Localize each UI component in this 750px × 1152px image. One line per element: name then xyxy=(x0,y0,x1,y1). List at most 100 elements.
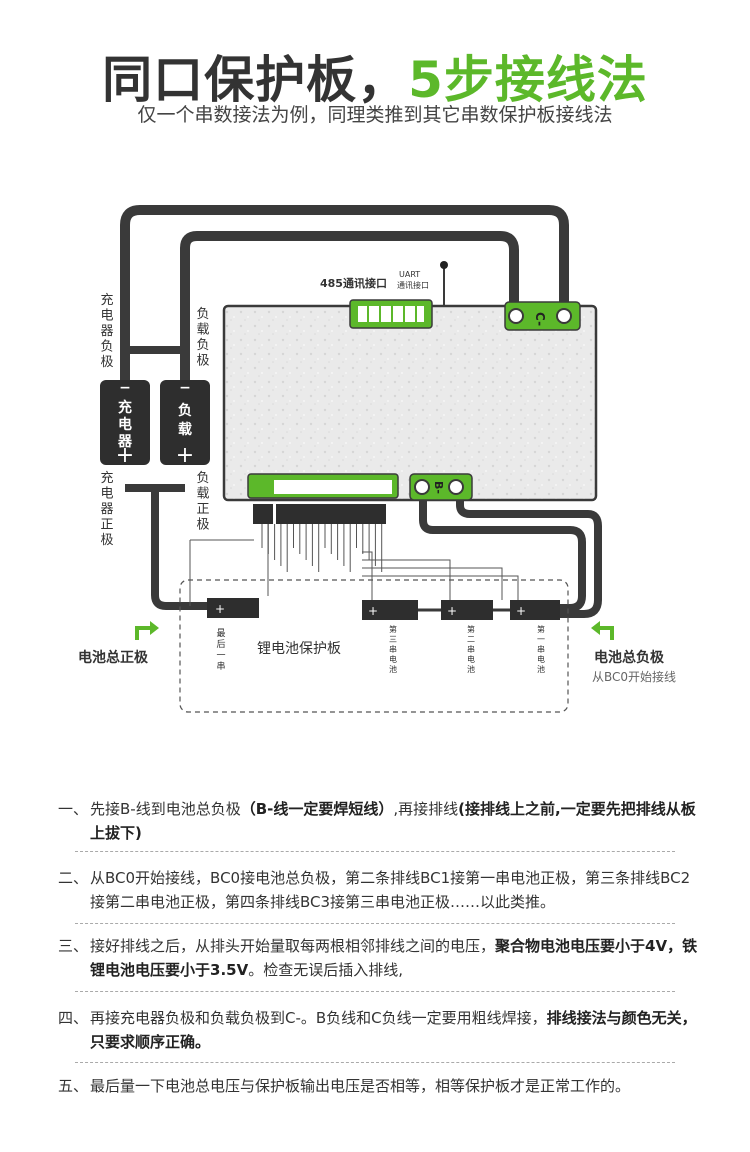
cell-3-body xyxy=(362,600,418,620)
cell-3-label-char: 池 xyxy=(389,664,397,674)
step-4: 四、 再接充电器负极和负载负极到C-。B负线和C负线一定要用粗线焊接，排线接法与… xyxy=(58,1006,698,1054)
cell-1-label: 第一串电池 xyxy=(537,624,545,674)
charger-positive-label-char: 极 xyxy=(100,533,113,548)
step-3-text: 接好排线之后，从排头开始量取每两根相邻排线之间的电压， xyxy=(90,937,496,955)
load-box-label-char: 载 xyxy=(178,421,192,438)
charger-negative-wire xyxy=(120,205,569,390)
charger-positive-label-char: 正 xyxy=(100,518,113,533)
cell-2-label: 第二串电池 xyxy=(467,624,475,674)
cell-1-label-char: 串 xyxy=(537,645,545,654)
ribbon-plug-small xyxy=(253,504,273,524)
positive-arrow-icon xyxy=(135,626,150,640)
balance-connector-pins xyxy=(255,480,265,494)
step-2-text: 从BC0开始接线，BC0接电池总负极，第二条排线BC1接第一串电池正极，第三条排… xyxy=(90,869,691,911)
cell-1-label-char: 第 xyxy=(537,624,545,634)
cell-3-label-char: 第 xyxy=(389,624,397,634)
cell-last-label-char: 后 xyxy=(216,639,225,650)
title-highlight: 5步接线法 xyxy=(408,51,648,109)
cell-last-label-char: 一 xyxy=(216,651,225,661)
cell-last: + xyxy=(207,598,259,618)
charger-minus-sign: − xyxy=(119,380,131,396)
port-485-label: 485通讯接口 xyxy=(320,276,387,290)
charger-box-label: 充电器 xyxy=(117,399,133,450)
cell-1: + xyxy=(510,600,560,620)
step-1-number: 一、 xyxy=(58,800,89,818)
step-3: 三、 接好排线之后，从排头开始量取每两根相邻排线之间的电压，聚合物电池电压要小于… xyxy=(58,934,698,982)
load-box-label-char: 负 xyxy=(178,402,192,419)
positive-arrow-head-icon xyxy=(150,621,159,635)
cell-2-label-char: 池 xyxy=(467,664,475,674)
step-separator xyxy=(75,851,675,852)
cell-2-label-char: 二 xyxy=(467,635,475,644)
step-4-emphasis: 排线接法与颜色无关，只要求顺序正确。 xyxy=(90,1009,697,1051)
cell-3-label-char: 电 xyxy=(389,654,397,664)
b-minus-wire-2 xyxy=(456,488,602,618)
charger-positive-label-char: 电 xyxy=(100,487,113,502)
cell-3-label: 第三串电池 xyxy=(389,624,397,674)
uart-antenna-tip xyxy=(440,261,448,269)
ribbon-wires xyxy=(189,524,519,606)
cell-1-label-char: 池 xyxy=(537,664,545,674)
b-minus-hole-1 xyxy=(414,479,430,495)
step-separator xyxy=(75,991,675,992)
ribbon-wire xyxy=(362,575,519,600)
cell-3-plus: + xyxy=(368,604,378,618)
c-minus-hole-1 xyxy=(508,308,524,324)
cell-2-label-char: 串 xyxy=(467,645,475,654)
ribbon-wire xyxy=(362,551,373,600)
charger-box-label-char: 充 xyxy=(118,399,132,416)
negative-arrow-icon xyxy=(600,626,614,640)
load-negative-wire xyxy=(180,231,519,390)
charger-negative-label-char: 电 xyxy=(100,309,113,324)
battery-area-outline xyxy=(179,579,569,713)
page-subtitle: 仅一个串数接法为例，同理类推到其它串数保护板接线法 xyxy=(137,104,613,126)
load-positive-label-char: 载 xyxy=(196,487,209,502)
balance-connector-slot xyxy=(274,480,392,494)
step-1-emphasis-2: (接排线上之前,一定要先把排线从板上拔下) xyxy=(90,800,696,842)
step-2-number: 二、 xyxy=(58,869,89,887)
battery-positive-total-label: 电池总正极 xyxy=(78,649,149,666)
port-uart-label-line2: 通讯接口 xyxy=(397,280,429,290)
cell-last-plus: + xyxy=(215,602,225,616)
step-2: 二、 从BC0开始接线，BC0接电池总负极，第二条排线BC1接第一串电池正极，第… xyxy=(58,866,698,914)
charger-negative-label: 充电器负极 xyxy=(100,292,113,370)
b-minus-wire-1 xyxy=(419,488,586,612)
c-minus-label: C- xyxy=(533,312,547,326)
page-title: 同口保护板，5步接线法 xyxy=(0,40,750,112)
load-negative-label-char: 极 xyxy=(196,354,209,369)
battery-negative-total-label: 电池总负极 xyxy=(594,649,665,666)
charger-positive-label-char: 充 xyxy=(100,470,113,486)
ribbon-wire xyxy=(362,559,451,600)
bc0-note: 从BC0开始接线 xyxy=(592,669,676,684)
battery-positive-wire xyxy=(151,488,210,610)
load-negative-label: 负载负极 xyxy=(196,307,209,369)
load-positive-label-char: 正 xyxy=(196,502,209,517)
cell-1-label-char: 一 xyxy=(537,635,545,644)
board-name: 锂电池保护板 xyxy=(257,641,341,657)
cell-1-body xyxy=(510,600,560,620)
charger-negative-label-char: 充 xyxy=(100,292,113,308)
port-uart-label-line1: UART xyxy=(399,270,420,279)
ribbon-plug-main xyxy=(276,504,386,524)
step-5: 五、 最后量一下电池总电压与保护板输出电压是否相等，相等保护板才是正常工作的。 xyxy=(58,1074,698,1098)
cell-3: + xyxy=(362,600,418,620)
cell-last-label-char: 串 xyxy=(216,661,225,672)
step-3-text-2: 。检查无误后插入排线, xyxy=(248,961,403,979)
charger-box xyxy=(100,380,150,465)
cell-2-label-char: 电 xyxy=(467,654,475,664)
load-negative-label-char: 负 xyxy=(196,307,209,322)
load-negative-label-char: 载 xyxy=(196,323,209,338)
b-minus-label: B- xyxy=(432,481,445,494)
cell-1-label-char: 电 xyxy=(537,654,545,664)
charger-negative-label-char: 极 xyxy=(100,355,113,370)
load-negative-label-char: 负 xyxy=(196,338,209,353)
charger-plus-sign: + xyxy=(116,443,134,468)
cell-2: + xyxy=(441,600,493,620)
step-separator xyxy=(75,1062,675,1063)
negative-arrow-head-icon xyxy=(591,621,600,635)
ribbon-wire xyxy=(362,567,503,600)
cell-2-plus: + xyxy=(447,604,457,618)
cell-last-label-char: 最 xyxy=(216,628,225,639)
